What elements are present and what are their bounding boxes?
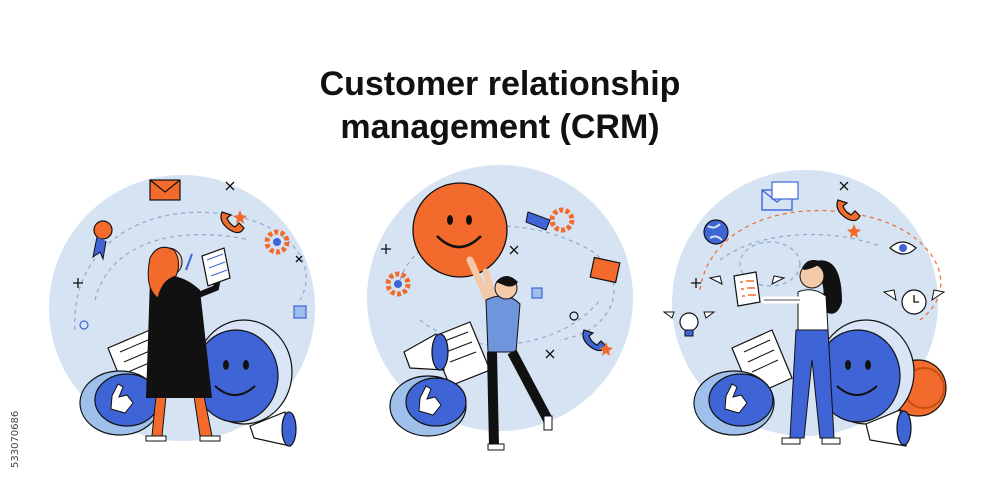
- eye-icon: [889, 241, 917, 255]
- globe-icon: [703, 219, 729, 245]
- award-ribbon-icon: [92, 220, 113, 261]
- gear-icon: [264, 229, 290, 255]
- cube-icon: [531, 287, 543, 299]
- illustration-woman-with-document: [49, 175, 315, 447]
- dashed-orbit: [699, 209, 942, 321]
- phone-icon: [220, 211, 245, 234]
- page-title: Customer relationship management (CRM): [0, 63, 1000, 149]
- smiley-icon: [412, 182, 508, 278]
- star-icon: [847, 224, 861, 238]
- dashed-orbit: [739, 241, 801, 287]
- sparkle-decoration: [691, 181, 849, 288]
- smiley-icon: [193, 319, 293, 425]
- dashed-orbit: [719, 233, 881, 261]
- megaphone-icon: [865, 409, 912, 447]
- star-icon: [233, 210, 247, 224]
- lightbulb-icon: [662, 311, 716, 337]
- sparkle-decoration: [381, 244, 555, 359]
- dot-decoration: [569, 311, 579, 321]
- envelope-icon: [589, 256, 621, 284]
- star-icon: [599, 342, 613, 356]
- man-lifting-smiley-figure: [466, 256, 553, 451]
- dot-decoration: [79, 320, 89, 330]
- cursor-hand-icon: [389, 375, 467, 437]
- illustration-man-lifting-smiley: [367, 165, 633, 451]
- illustration-woman-with-checklist: [662, 170, 947, 447]
- megaphone-icon: [249, 411, 297, 447]
- dashed-orbit: [74, 211, 307, 331]
- envelope-icon: [149, 179, 181, 201]
- sparkle-decoration: [73, 181, 303, 288]
- title-line-1: Customer relationship: [319, 64, 681, 103]
- title-line-2: management (CRM): [340, 107, 660, 146]
- woman-with-document-figure: [145, 246, 231, 442]
- woman-with-checklist-figure: [708, 260, 842, 445]
- cube-icon: [293, 305, 307, 319]
- cursor-hand-icon: [693, 370, 775, 436]
- gear-icon: [385, 271, 411, 297]
- envelope-icon: [761, 181, 799, 211]
- clock-icon: [882, 289, 946, 315]
- megaphone-icon: [403, 333, 449, 371]
- award-ribbon-icon: [525, 207, 575, 233]
- phone-icon: [836, 199, 861, 222]
